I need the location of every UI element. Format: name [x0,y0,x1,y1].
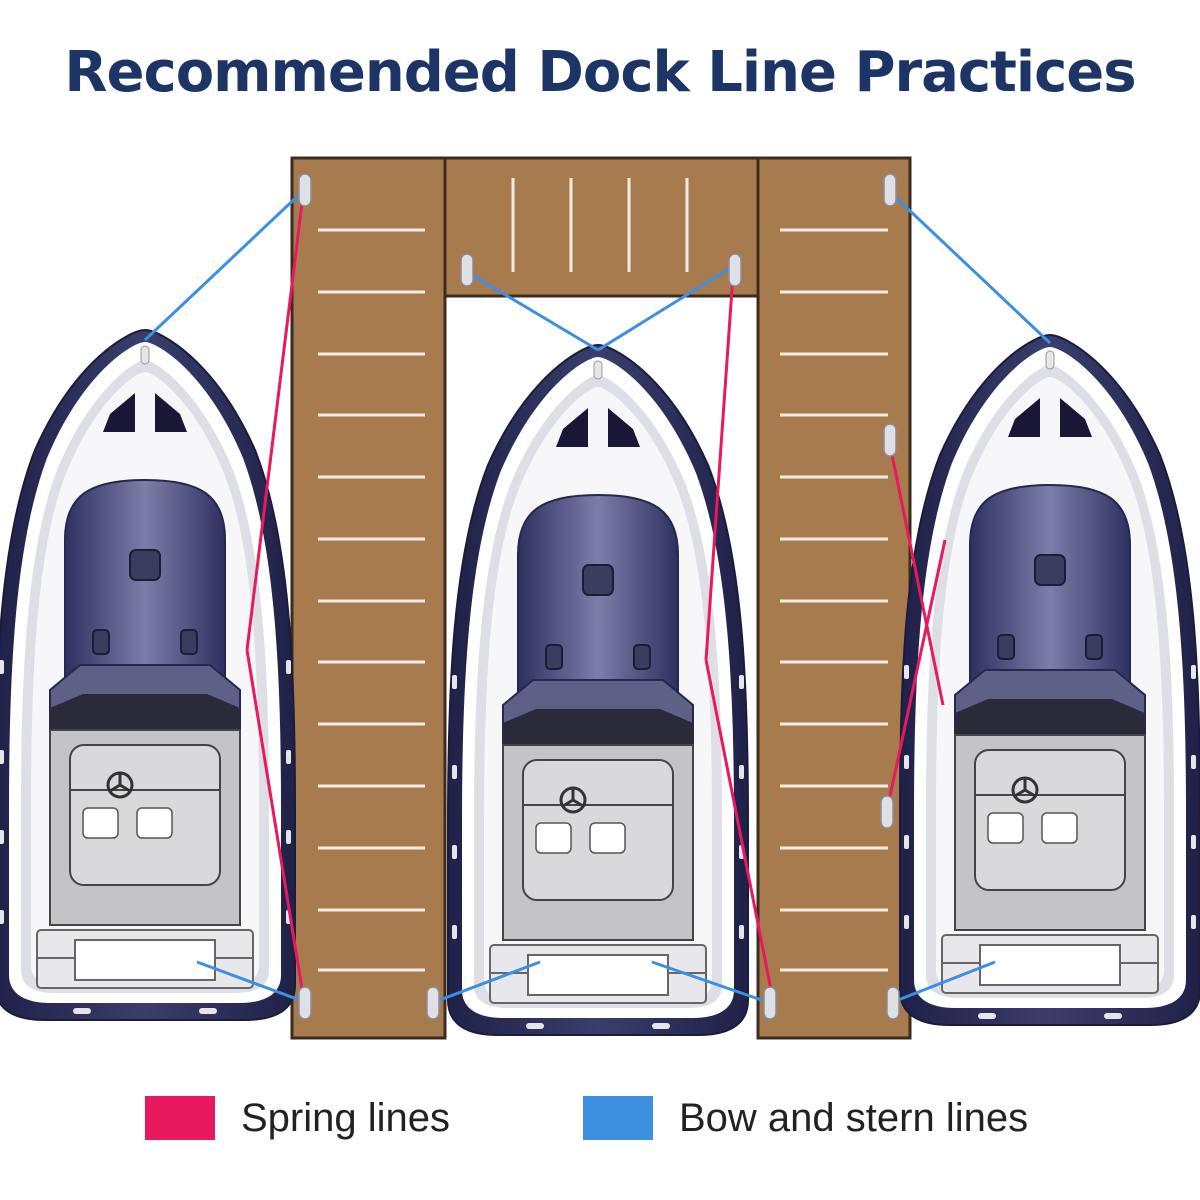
cleat-icon [880,795,894,829]
dock-top-connector [443,156,760,298]
boat-right [898,333,1200,1027]
dock-left-finger [290,156,447,1040]
legend-label-bow-stern: Bow and stern lines [679,1095,1029,1140]
legend-item-bow-stern-lines: Bow and stern lines [583,1093,1028,1143]
cleat-icon [298,173,312,207]
legend-item-spring-lines: Spring lines [145,1093,450,1143]
cleat-icon [298,986,312,1020]
cleat-icon [886,986,900,1020]
bow-stern-lines [143,190,1052,1005]
legend-swatch-spring [145,1096,215,1140]
page-title: Recommended Dock Line Practices [64,40,1136,105]
cleat-icon [883,423,897,457]
legend-swatch-bow-stern [583,1096,653,1140]
dock-right-finger [756,156,912,1040]
legend-label-spring: Spring lines [241,1095,451,1140]
cleat-icon [728,253,742,287]
spring-lines [245,194,947,996]
cleat-icon [763,986,777,1020]
cleat-icon [426,986,440,1020]
boat-middle [446,343,750,1037]
cleat-icon [460,253,474,287]
cleat-icon [883,173,897,207]
